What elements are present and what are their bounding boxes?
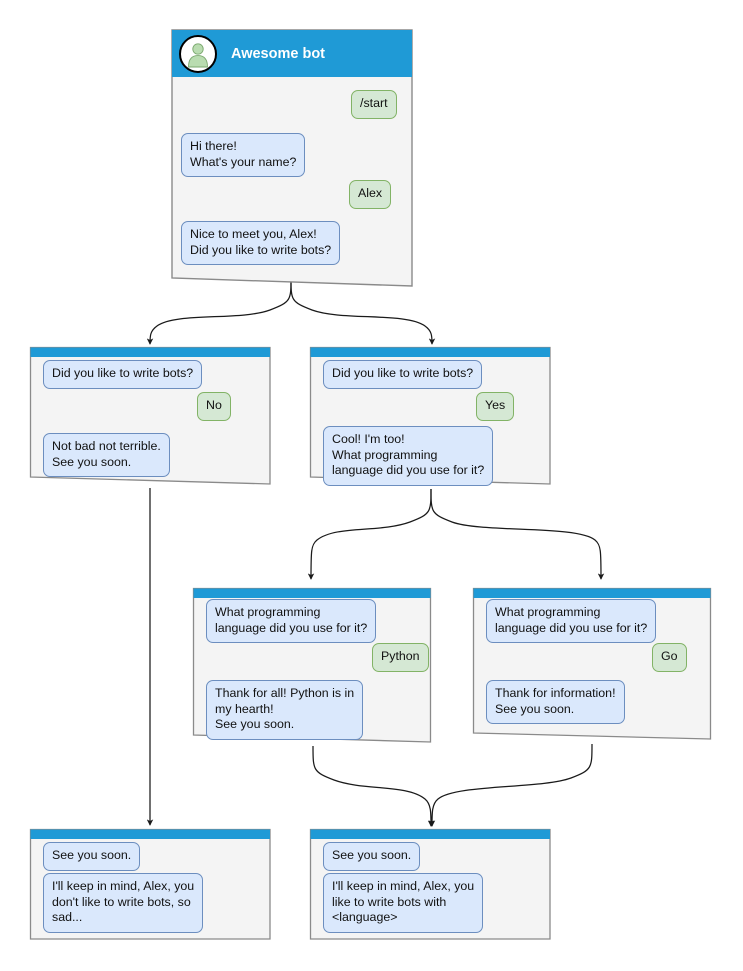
message-bubble-bot: Cool! I'm too! What programming language… <box>323 426 494 486</box>
message-bubble-bot: What programming language did you use fo… <box>486 599 657 643</box>
message-bubble-user: Go <box>652 643 687 672</box>
message-bubble-user: No <box>197 392 231 421</box>
message-bubble-bot: Nice to meet you, Alex! Did you like to … <box>181 221 341 265</box>
chat-node-no[interactable]: Did you like to write bots? No Not bad n… <box>29 346 272 488</box>
message-bubble-bot: I'll keep in mind, Alex, you like to wri… <box>323 873 484 933</box>
person-avatar-icon <box>179 34 217 73</box>
message-bubble-bot: Not bad not terrible. See you soon. <box>43 433 170 477</box>
edge-yes-to-go <box>430 488 605 580</box>
edge-python-to-end-happy <box>312 745 435 827</box>
message-bubble-user: Python <box>372 643 429 672</box>
message-bubble-bot: What programming language did you use fo… <box>206 599 377 643</box>
message-bubble-bot: I'll keep in mind, Alex, you don't like … <box>43 873 204 933</box>
message-bubble-bot: See you soon. <box>323 842 421 871</box>
message-bubble-bot: Thank for information! See you soon. <box>486 680 625 724</box>
edge-yes-to-python <box>307 488 432 580</box>
chat-node-yes[interactable]: Did you like to write bots? Yes Cool! I'… <box>309 346 552 488</box>
chat-node-root[interactable]: Awesome bot /start Hi there! What's your… <box>170 28 414 290</box>
edge-go-to-end-happy <box>428 743 593 827</box>
message-bubble-bot: Hi there! What's your name? <box>181 133 306 177</box>
chat-node-go[interactable]: What programming language did you use fo… <box>472 587 712 746</box>
message-bubble-bot: Did you like to write bots? <box>43 360 203 389</box>
chat-header: Awesome bot <box>172 30 412 77</box>
chat-node-end-sad[interactable]: See you soon. I'll keep in mind, Alex, y… <box>29 828 272 941</box>
message-bubble-bot: Did you like to write bots? <box>323 360 483 389</box>
chat-node-end-happy[interactable]: See you soon. I'll keep in mind, Alex, y… <box>309 828 552 941</box>
message-bubble-bot: Thank for all! Python is in my hearth! S… <box>206 680 364 740</box>
chat-node-python[interactable]: What programming language did you use fo… <box>192 587 432 746</box>
message-bubble-user: Alex <box>349 180 392 209</box>
message-bubble-bot: See you soon. <box>43 842 141 871</box>
message-bubble-user: /start <box>351 90 397 119</box>
chat-header-title: Awesome bot <box>231 45 326 62</box>
message-bubble-user: Yes <box>476 392 515 421</box>
